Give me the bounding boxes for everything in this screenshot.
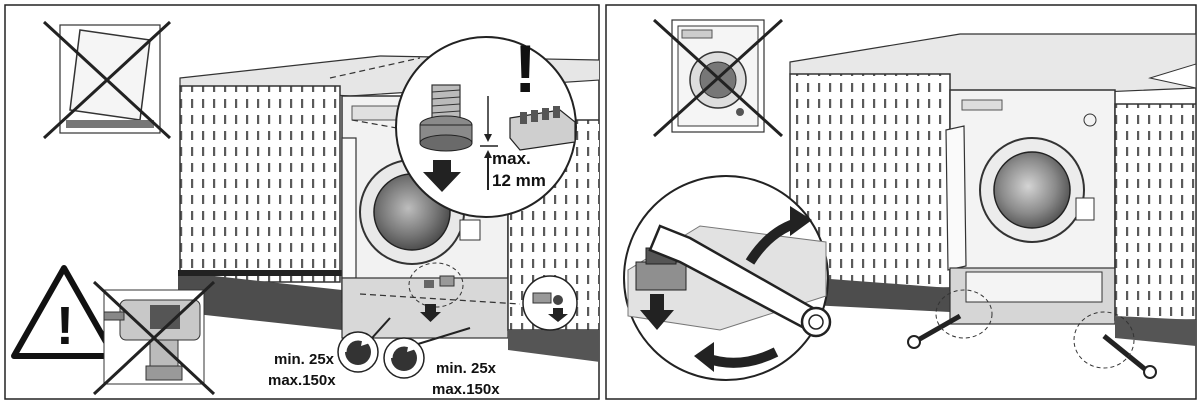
- no-tilt-icon: [42, 20, 172, 140]
- guide-line: [329, 57, 421, 79]
- max-value: 12 mm: [492, 171, 546, 190]
- foot-nut: [553, 295, 563, 305]
- door-handle: [1075, 197, 1095, 221]
- foot-bracket: [424, 280, 434, 288]
- foot-bracket: [532, 292, 552, 304]
- screwdriver-detail-1: [337, 317, 391, 373]
- guide-line: [359, 293, 521, 305]
- down-arrow-icon: [420, 304, 441, 322]
- wrench-left: [916, 313, 962, 343]
- right-plinth: [508, 330, 599, 362]
- plinth-edge: [178, 270, 342, 276]
- foot-highlight: [935, 289, 993, 339]
- foot-highlight: [1073, 311, 1135, 369]
- screw-label-1-line1: min. 25x: [274, 351, 335, 368]
- foot-bracket: [439, 275, 455, 287]
- left-panel: ! max. 12 mm !: [4, 4, 600, 400]
- height-callout: ! max. 12 mm: [395, 31, 577, 218]
- hinge-panel: [341, 137, 357, 279]
- hinge-panel: [945, 125, 967, 271]
- left-cabinet: [179, 85, 341, 283]
- warning-sign-mark: !: [56, 296, 74, 356]
- max-label: max.: [492, 149, 531, 168]
- kick-plate: [965, 271, 1103, 303]
- down-arrow-icon: [423, 160, 461, 192]
- screw-label-2-line2: max.150x: [432, 381, 500, 398]
- wrench-right: [1102, 334, 1148, 372]
- screw-label-1-line2: max.150x: [268, 372, 336, 389]
- wrench-callout: [623, 175, 832, 381]
- screw-label-2-line1: min. 25x: [436, 360, 497, 377]
- down-arrow-icon: [640, 294, 674, 330]
- right-plinth: [1115, 316, 1196, 346]
- door-handle: [459, 219, 481, 241]
- no-freestanding-icon: [652, 18, 784, 138]
- control-panel: [961, 99, 1003, 111]
- door-glass: [993, 151, 1071, 229]
- sink-edge: [1148, 63, 1196, 89]
- callout-warning-mark: !: [514, 31, 537, 107]
- screwdriver-detail-2: [383, 327, 471, 379]
- warning-triangle-icon: !: [11, 265, 117, 359]
- down-arrow-icon: [548, 308, 568, 322]
- right-panel: [605, 4, 1197, 400]
- plinth: [178, 272, 342, 330]
- no-drill-icon: [92, 280, 216, 396]
- plinth: [790, 276, 950, 312]
- right-cabinet: [1114, 103, 1196, 321]
- program-knob: [1083, 113, 1097, 127]
- foot-nut: [635, 261, 687, 291]
